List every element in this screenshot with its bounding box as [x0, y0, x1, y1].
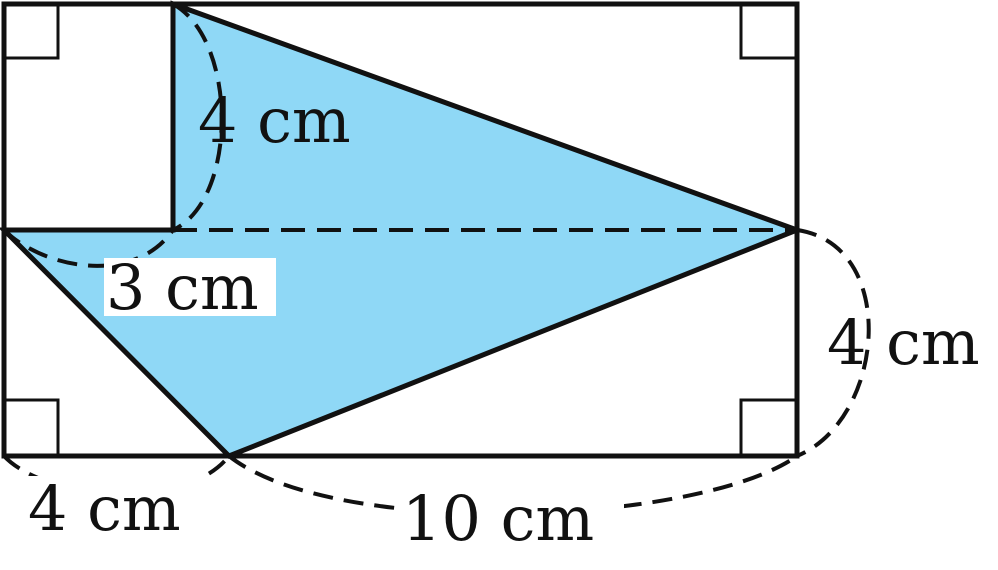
label-bg-left-horizontal — [104, 258, 276, 316]
label-bottom-right: 10 cm — [402, 482, 594, 555]
label-bg-bottom-left — [24, 476, 206, 538]
dimension-arc-left-horizontal — [2, 228, 175, 268]
right-angle-bottom-right — [739, 398, 797, 456]
right-angle-top-left — [4, 4, 60, 60]
label-top-vertical: 4 cm — [198, 84, 351, 157]
label-bottom-left: 4 cm — [28, 472, 181, 545]
right-angle-top-right — [739, 4, 797, 60]
dimension-arc-right-vertical — [796, 228, 871, 458]
right-angle-bottom-left — [4, 398, 60, 456]
dimension-arc-top-vertical — [172, 2, 224, 232]
label-left-horizontal: 3 cm — [106, 251, 259, 324]
label-bg-bottom-right — [398, 486, 624, 548]
label-right-vertical: 4 cm — [827, 306, 980, 379]
